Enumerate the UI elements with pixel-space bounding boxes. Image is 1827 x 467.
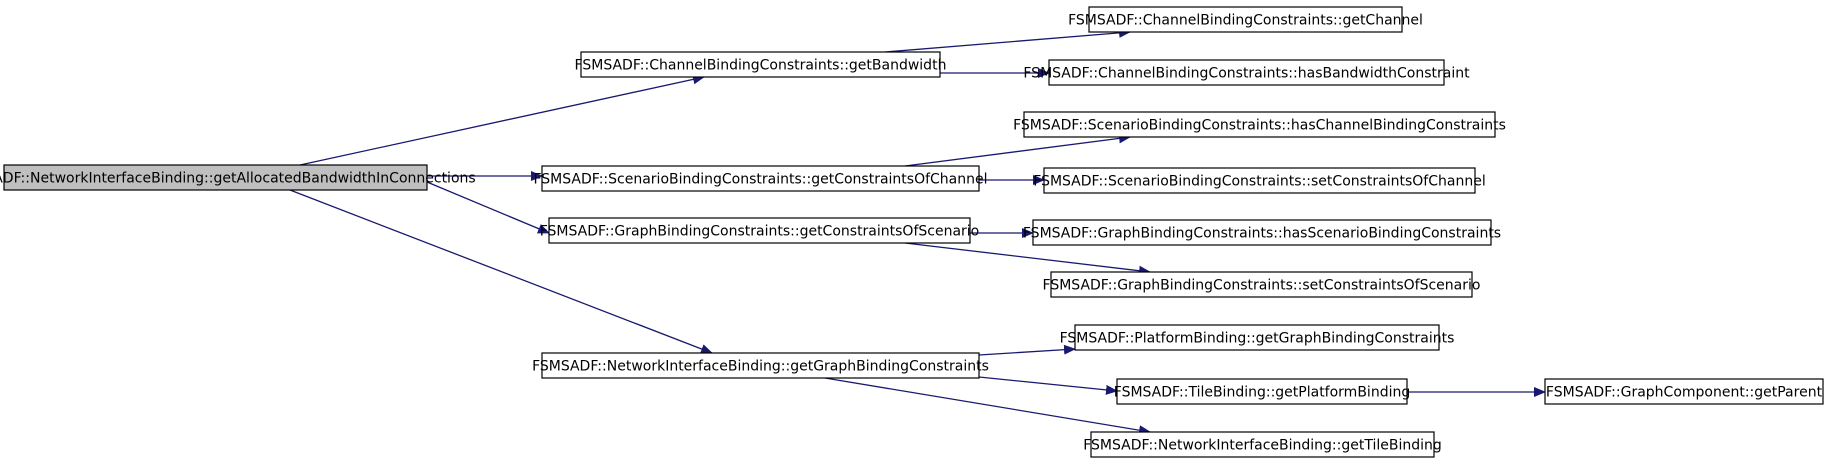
edges-layer	[289, 27, 1546, 436]
node-tb_getPlatformBinding[interactable]: FSMSADF::TileBinding::getPlatformBinding	[1114, 378, 1410, 405]
edge-root-to-nib_getGraphBindingConstraints	[289, 189, 713, 354]
node-box[interactable]	[1043, 167, 1476, 194]
node-label: FSMSADF::ScenarioBindingConstraints::get…	[533, 172, 987, 188]
edge-nib_getGraphBindingConstraints-to-pb_getGraphBindingConstraints	[978, 344, 1076, 356]
node-box[interactable]	[1544, 378, 1824, 405]
node-box[interactable]	[3, 164, 428, 191]
node-box[interactable]	[1023, 111, 1496, 138]
node-box[interactable]	[1032, 219, 1492, 246]
node-box[interactable]	[1090, 431, 1435, 458]
node-sbc_hasChannelBindingConstraints[interactable]: FSMSADF::ScenarioBindingConstraints::has…	[1013, 111, 1506, 138]
node-box[interactable]	[541, 352, 980, 379]
node-label: FSMSADF::ChannelBindingConstraints::getC…	[1068, 13, 1423, 29]
edge-cbc_getBandwidth-to-cbc_getChannel	[884, 27, 1131, 53]
edge-nib_getGraphBindingConstraints-to-tb_getPlatformBinding	[978, 376, 1118, 395]
node-box[interactable]	[1116, 378, 1408, 405]
nodes-layer: FSMSADF::NetworkInterfaceBinding::getAll…	[0, 6, 1824, 458]
node-pb_getGraphBindingConstraints[interactable]: FSMSADF::PlatformBinding::getGraphBindin…	[1060, 324, 1455, 351]
node-label: FSMSADF::NetworkInterfaceBinding::getTil…	[1083, 438, 1442, 454]
node-cbc_getBandwidth[interactable]: FSMSADF::ChannelBindingConstraints::getB…	[575, 51, 947, 78]
edge-gbc_getConstraintsOfScenario-to-gbc_setConstraintsOfScenario	[904, 242, 1151, 276]
edge-root-to-cbc_getBandwidth	[299, 74, 705, 166]
node-root[interactable]: FSMSADF::NetworkInterfaceBinding::getAll…	[0, 164, 476, 191]
node-label: FSMSADF::GraphBindingConstraints::setCon…	[1043, 278, 1481, 294]
node-cbc_hasBandwidthConstraint[interactable]: FSMSADF::ChannelBindingConstraints::hasB…	[1023, 59, 1470, 86]
edge-sbc_getConstraintsOfChannel-to-sbc_hasChannelBindingConstraints	[904, 133, 1131, 167]
node-gbc_setConstraintsOfScenario[interactable]: FSMSADF::GraphBindingConstraints::setCon…	[1043, 271, 1481, 298]
node-label: FSMSADF::TileBinding::getPlatformBinding	[1114, 385, 1410, 401]
node-label: FSMSADF::NetworkInterfaceBinding::getAll…	[0, 171, 476, 187]
node-sbc_setConstraintsOfChannel[interactable]: FSMSADF::ScenarioBindingConstraints::set…	[1033, 167, 1486, 194]
node-cbc_getChannel[interactable]: FSMSADF::ChannelBindingConstraints::getC…	[1068, 6, 1423, 33]
node-box[interactable]	[1088, 6, 1403, 33]
node-sbc_getConstraintsOfChannel[interactable]: FSMSADF::ScenarioBindingConstraints::get…	[533, 165, 988, 192]
edge-nib_getGraphBindingConstraints-to-nib_getTileBinding	[824, 377, 1151, 436]
node-box[interactable]	[548, 217, 971, 244]
node-label: FSMSADF::PlatformBinding::getGraphBindin…	[1060, 331, 1455, 347]
node-label: FSMSADF::ScenarioBindingConstraints::has…	[1013, 118, 1506, 134]
node-box[interactable]	[580, 51, 941, 78]
node-label: FSMSADF::ChannelBindingConstraints::hasB…	[1023, 66, 1470, 82]
node-box[interactable]	[1048, 59, 1445, 86]
node-box[interactable]	[1050, 271, 1473, 298]
node-label: FSMSADF::NetworkInterfaceBinding::getGra…	[532, 359, 989, 375]
node-label: FSMSADF::GraphBindingConstraints::hasSce…	[1023, 226, 1501, 242]
edge-root-to-gbc_getConstraintsOfScenario	[426, 181, 550, 234]
node-box[interactable]	[1074, 324, 1440, 351]
node-gbc_getConstraintsOfScenario[interactable]: FSMSADF::GraphBindingConstraints::getCon…	[540, 217, 980, 244]
node-gbc_hasScenarioBindingConstraints[interactable]: FSMSADF::GraphBindingConstraints::hasSce…	[1023, 219, 1501, 246]
node-box[interactable]	[541, 165, 980, 192]
node-nib_getTileBinding[interactable]: FSMSADF::NetworkInterfaceBinding::getTil…	[1083, 431, 1442, 458]
node-label: FSMSADF::ScenarioBindingConstraints::set…	[1033, 174, 1485, 190]
node-label: FSMSADF::GraphBindingConstraints::getCon…	[540, 224, 980, 240]
node-gc_getParent[interactable]: FSMSADF::GraphComponent::getParent	[1544, 378, 1824, 405]
node-label: FSMSADF::ChannelBindingConstraints::getB…	[575, 58, 947, 74]
node-label: FSMSADF::GraphComponent::getParent	[1546, 385, 1823, 401]
node-nib_getGraphBindingConstraints[interactable]: FSMSADF::NetworkInterfaceBinding::getGra…	[532, 352, 989, 379]
